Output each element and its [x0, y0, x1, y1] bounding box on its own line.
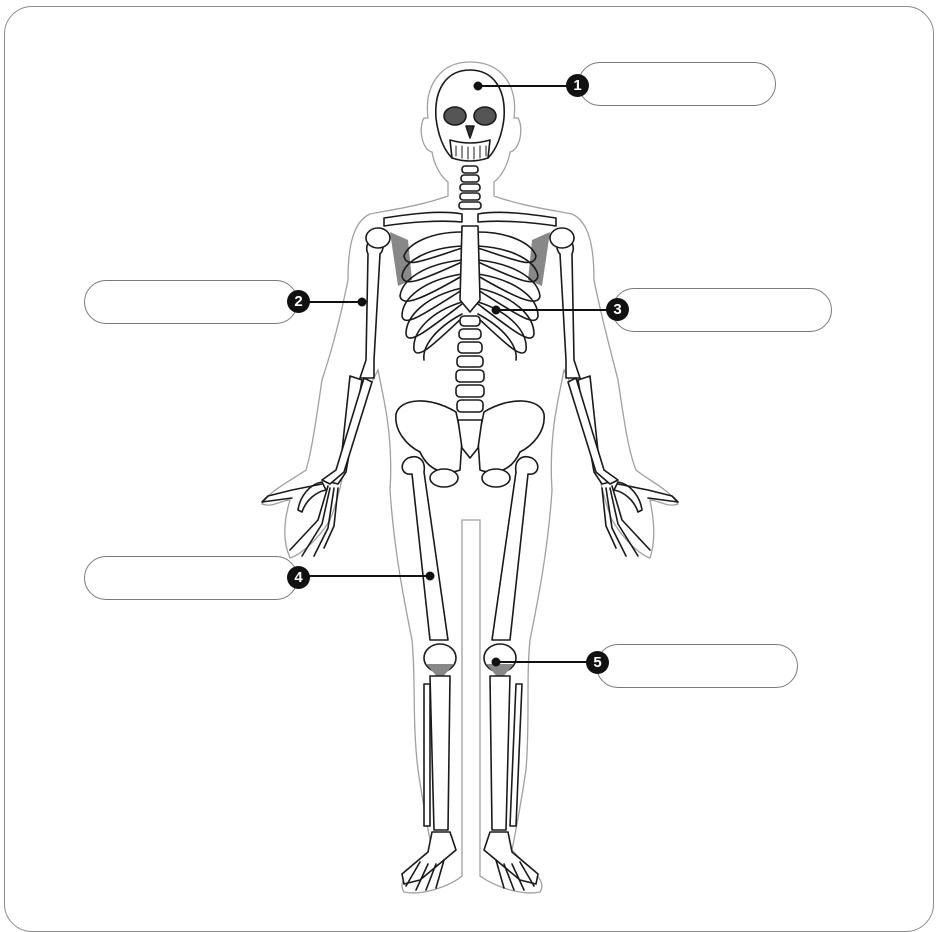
neck-vertebrae — [459, 166, 481, 209]
humerus-left — [360, 239, 383, 378]
clavicle-left — [384, 212, 462, 226]
clavicle-right — [478, 212, 556, 226]
fibula-left — [424, 684, 430, 826]
label-box-3[interactable] — [612, 288, 832, 332]
foot-right — [484, 832, 538, 890]
hand-left — [262, 482, 338, 556]
label-box-1[interactable] — [578, 62, 776, 106]
label-box-4[interactable] — [84, 556, 298, 600]
label-box-2[interactable] — [84, 280, 298, 324]
number-badge-5: 5 — [586, 651, 609, 674]
number-badge-2: 2 — [287, 290, 310, 313]
spine — [456, 316, 484, 412]
number-badge-3: 3 — [606, 298, 629, 321]
tibia-left — [430, 676, 450, 830]
hand-right — [602, 482, 678, 556]
sternum — [460, 226, 480, 312]
humerus-right — [557, 239, 580, 378]
foot-left — [402, 832, 456, 890]
number-badge-4: 4 — [287, 566, 310, 589]
number-badge-1: 1 — [566, 74, 589, 97]
skull — [436, 70, 504, 161]
label-box-5[interactable] — [596, 644, 798, 688]
tibia-right — [490, 676, 510, 830]
